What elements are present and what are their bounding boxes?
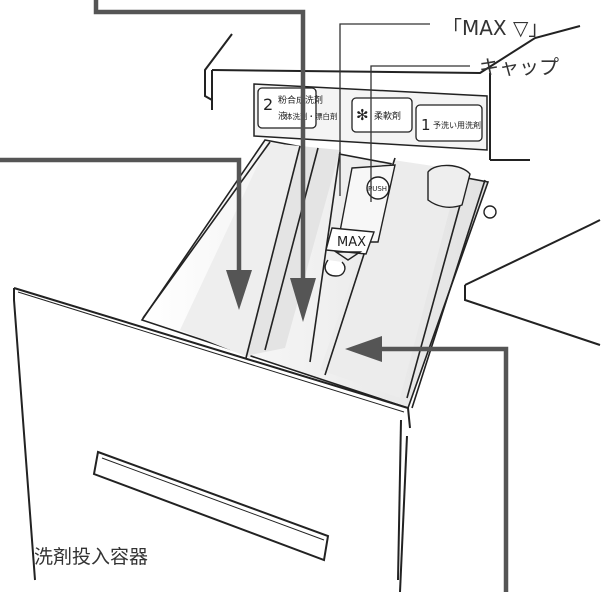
drawer-front (13, 287, 411, 592)
arrow-prewash-head (345, 336, 382, 362)
slot2-line4: 体洗剤・漂白剤 (285, 111, 338, 121)
arrow-powder-head (226, 270, 252, 310)
max-callout-label: 「MAX ▽」 (442, 16, 549, 40)
arrow-powder-path (0, 157, 242, 272)
softener-icon: ✻ (356, 106, 369, 124)
machine-body (204, 25, 601, 346)
max-triangle-icon (333, 251, 363, 261)
arrow-liquid-path (93, 0, 306, 280)
softener-box (351, 97, 413, 133)
cap-callout-label: キャップ (479, 55, 559, 79)
container-label: 洗剤投入容器 (34, 546, 149, 568)
arrow-heads (226, 270, 382, 362)
slot1-number: 1 (421, 116, 431, 134)
max-leader (339, 23, 430, 196)
drawer-handle (92, 450, 330, 562)
drawer-interior (140, 139, 490, 410)
leader-lines (339, 23, 470, 202)
slot2-number: 2 (263, 95, 273, 114)
push-mark: PUSH (368, 185, 387, 193)
slot1-label: 予洗い用洗剤 (433, 120, 481, 130)
arrow-liquid-head (290, 278, 316, 322)
push-button (366, 176, 390, 200)
max-mark: MAX (337, 235, 366, 250)
slot1-box (415, 104, 483, 142)
arrow-prewash-path (380, 346, 509, 592)
cap-leader (370, 65, 470, 202)
slot2-line2: 液 (278, 110, 287, 122)
softener-cap: PUSH MAX (324, 164, 497, 277)
softener-label: 柔軟剤 (374, 110, 401, 122)
pointer-arrows (0, 0, 509, 592)
prewash-slot (427, 164, 471, 208)
slot2-line1: 粉 (278, 94, 287, 106)
screw-icon (483, 205, 497, 219)
